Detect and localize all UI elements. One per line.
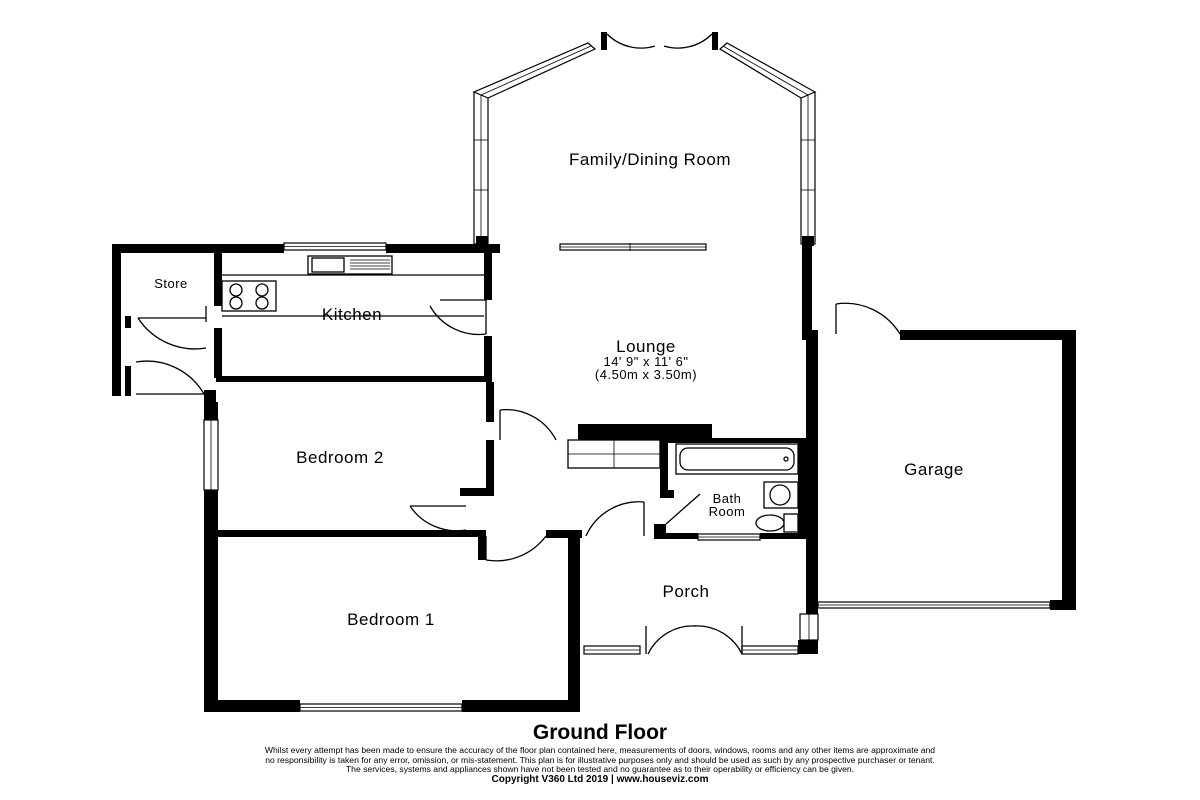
- bathroom-fixtures: [675, 443, 799, 533]
- interior-walls: [214, 244, 808, 560]
- garage-label: Garage: [904, 460, 964, 479]
- floor-title: Ground Floor: [532, 721, 668, 744]
- disclaimer: Whilst every attempt has been made to en…: [40, 745, 1160, 775]
- lounge-dimensions-metric: (4.50m x 3.50m): [595, 367, 697, 382]
- porch-label: Porch: [663, 582, 710, 601]
- door-swings: [135, 299, 901, 655]
- kitchen-fixtures: [221, 255, 484, 317]
- bedroom-2-label: Bedroom 2: [296, 448, 384, 467]
- chimney-breast: [567, 439, 661, 469]
- bath-label: Bath: [713, 491, 742, 506]
- family-dining-room-label: Family/Dining Room: [569, 150, 731, 169]
- windows: [203, 242, 1051, 712]
- copyright: Copyright V360 Ltd 2019 | www.houseviz.c…: [491, 774, 709, 785]
- lounge-dimensions-imperial: 14' 9" x 11' 6": [603, 354, 688, 369]
- bedroom-1-label: Bedroom 1: [347, 610, 435, 629]
- disclaimer-line-1: Whilst every attempt has been made to en…: [264, 745, 936, 755]
- disclaimer-line-3: The services, systems and appliances sho…: [345, 764, 855, 775]
- exterior-walls: [112, 244, 1076, 712]
- store-label: Store: [154, 276, 188, 291]
- family-dining-room-walls: [472, 32, 817, 246]
- room-label: Room: [709, 504, 746, 519]
- kitchen-label: Kitchen: [322, 305, 382, 324]
- lounge-label: Lounge: [616, 337, 676, 356]
- disclaimer-line-2: no responsibility is taken for any error…: [265, 754, 935, 765]
